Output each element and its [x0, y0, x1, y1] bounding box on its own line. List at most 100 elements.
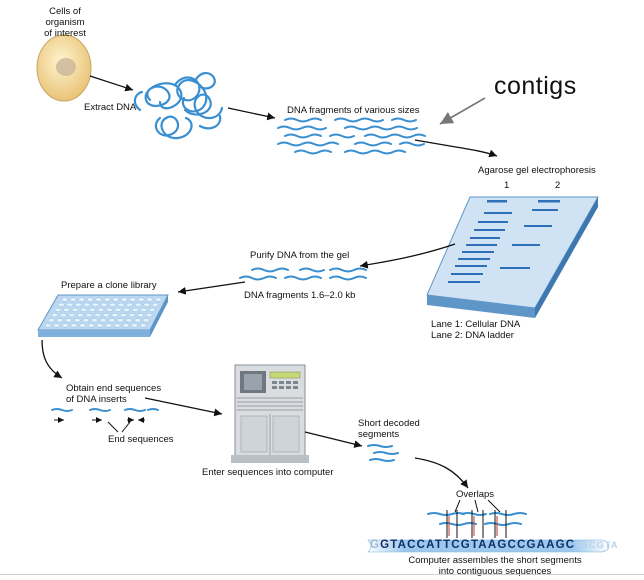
sequence-fade: TACGTA — [575, 540, 619, 550]
agarose-gel-label: Agarose gel electrophoresis — [478, 165, 596, 176]
plate-well — [139, 323, 147, 328]
arrow-end-seqs-to-computer — [144, 397, 223, 417]
overlap-pointers — [454, 499, 501, 513]
sequence-prefix: G — [370, 539, 381, 551]
plate-well — [143, 302, 150, 307]
plate-well — [128, 313, 136, 318]
plate-well — [92, 302, 99, 307]
plate-well — [142, 318, 150, 323]
plate-well — [137, 297, 145, 302]
cell-icon — [36, 34, 92, 102]
plate-well — [66, 302, 74, 307]
lane-legend-2: Lane 2: DNA ladder — [431, 330, 514, 341]
plate-well — [44, 323, 52, 328]
plate-well — [97, 307, 105, 312]
plate-well — [123, 307, 130, 312]
plate-well — [95, 297, 102, 302]
plate-well — [86, 297, 94, 302]
plate-well — [68, 313, 76, 318]
plate-well — [109, 302, 116, 307]
contigs-pointer-arrow — [439, 97, 486, 125]
plate-well — [82, 318, 90, 323]
plate-well — [54, 307, 62, 312]
computer-icon — [231, 364, 309, 463]
plate-well — [126, 302, 133, 307]
plate-well — [131, 323, 138, 328]
plate-well — [151, 302, 159, 307]
plate-well — [85, 313, 93, 318]
purified-fragments-group — [239, 267, 367, 281]
overlaps-label: Overlaps — [456, 489, 495, 500]
plate-well — [78, 297, 85, 302]
assembly-group — [427, 510, 527, 538]
plate-well — [111, 313, 119, 318]
gel-slab-icon — [426, 196, 599, 318]
plate-well — [105, 323, 112, 328]
arrow-fragments-to-gel — [414, 139, 498, 158]
arrow-cell-to-dna — [89, 75, 134, 92]
plate-well — [140, 307, 147, 312]
lane-1-number: 1 — [504, 180, 510, 191]
plate-well — [75, 302, 82, 307]
plate-well — [56, 318, 64, 323]
arrow-purify-to-clone — [177, 281, 246, 295]
dna-fragments-various-label: DNA fragments of various sizes — [287, 105, 420, 116]
dna-fragments-group — [277, 117, 426, 155]
assembled-sequence: GGTACCATTCGTAAGCCGAAGCTACGTA — [370, 539, 619, 551]
dna-fragments-range-label: DNA fragments 1.6–2.0 kb — [244, 290, 356, 301]
plate-well — [113, 323, 121, 328]
arrow-dna-to-fragments — [227, 107, 276, 121]
plate-well — [83, 302, 91, 307]
end-sequences-label: End sequences — [108, 434, 174, 445]
plate-well — [51, 313, 58, 318]
plate-well — [94, 313, 101, 318]
obtain-end-sequences-label: Obtain end sequences of DNA inserts — [66, 383, 162, 405]
plate-well — [117, 318, 124, 323]
plate-well — [154, 297, 162, 302]
purify-dna-label: Purify DNA from the gel — [250, 250, 350, 261]
plate-well — [120, 297, 128, 302]
plate-well — [108, 318, 115, 323]
plate-well — [53, 323, 60, 328]
plate-well — [80, 307, 87, 312]
plate-well — [88, 323, 95, 328]
plate-well — [148, 307, 156, 312]
tangled-dna-icon — [133, 72, 224, 140]
plate-well — [120, 313, 127, 318]
end-sequences-group — [51, 408, 159, 433]
plate-well — [96, 323, 104, 328]
plate-well — [73, 318, 81, 323]
plate-well — [65, 318, 72, 323]
plate-well — [134, 318, 141, 323]
plate-well — [102, 313, 110, 318]
plate-well — [62, 323, 69, 328]
contigs-annotation: contigs — [494, 72, 577, 100]
arrow-segments-to-assembly — [414, 457, 469, 489]
plate-well — [77, 313, 84, 318]
plate-well — [137, 313, 144, 318]
plate-well — [70, 323, 78, 328]
plate-well — [134, 302, 142, 307]
plate-well — [122, 323, 130, 328]
plate-well — [88, 307, 96, 312]
lane-legend-1: Lane 1: Cellular DNA — [431, 319, 521, 330]
sequence-ribbon-icon — [367, 539, 610, 553]
plate-well — [91, 318, 98, 323]
plate-well — [103, 297, 111, 302]
plate-well — [60, 313, 67, 318]
plate-well — [112, 297, 119, 302]
plate-well — [48, 318, 55, 323]
short-segments-group — [367, 444, 399, 462]
cells-of-organism-label: Cells of organism of interest — [44, 6, 86, 39]
plate-well — [114, 307, 122, 312]
plate-well — [131, 307, 139, 312]
arrow-clone-to-end-seqs — [41, 339, 63, 379]
plate-well — [63, 307, 70, 312]
plate-well — [58, 302, 65, 307]
plate-well — [61, 297, 68, 302]
lane-2-number: 2 — [555, 180, 561, 191]
plate-well — [117, 302, 125, 307]
plate-well — [146, 297, 153, 302]
computer-assembles-label: Computer assembles the short segments in… — [408, 555, 582, 577]
